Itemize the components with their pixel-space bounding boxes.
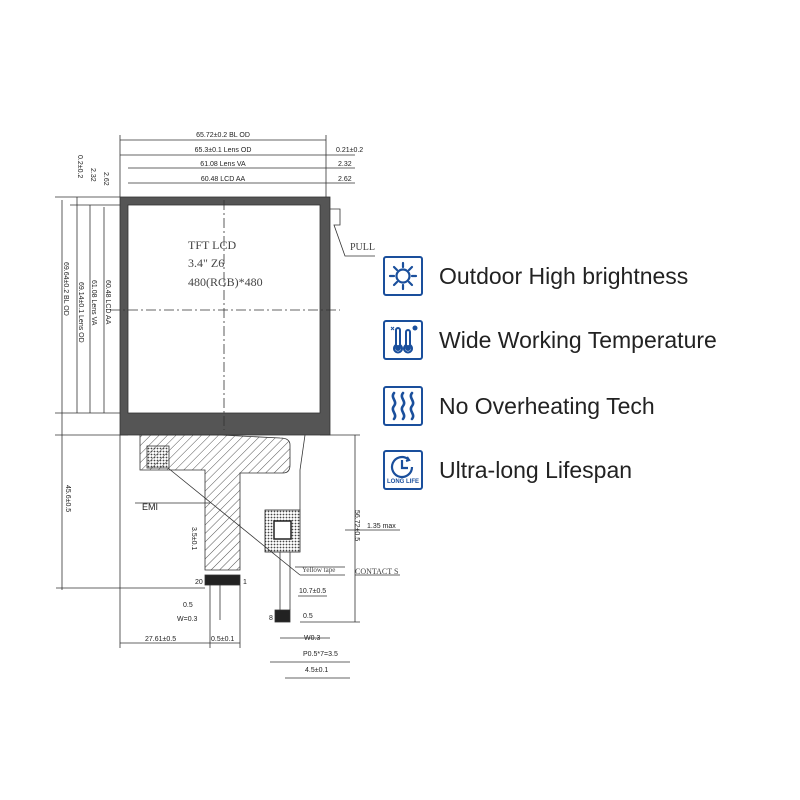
- dim-right-3: 2.62: [338, 176, 352, 183]
- dim-connector-width: 0.5±0.1: [211, 636, 234, 643]
- dim-fpc-height: 45.6±0.5: [64, 485, 71, 512]
- feature-label: Ultra-long Lifespan: [439, 456, 633, 483]
- yellow-tape-label: Yellow tape: [302, 566, 335, 574]
- dim-right-2: 2.32: [338, 161, 352, 168]
- clock-icon: LONG LIFE: [383, 450, 423, 490]
- dim-tail-length: 3.5±0.1: [190, 527, 197, 550]
- feature-label: Wide Working Temperature: [439, 326, 717, 353]
- feature-long-lifespan: LONG LIFE Ultra-long Lifespan: [383, 450, 632, 490]
- feature-no-overheating: No Overheating Tech: [383, 386, 655, 426]
- dim-p2: P0.5*7=3.5: [303, 651, 338, 658]
- dim-pitch2: 0.5: [303, 613, 313, 620]
- dim-left-lens-va: 61.08 Lens VA: [90, 280, 97, 326]
- feature-label: Outdoor High brightness: [439, 262, 689, 289]
- dim-lcd-aa: 60.48 LCD AA: [201, 176, 246, 183]
- dim-bl-od: 65.72±0.2 BL OD: [196, 132, 250, 139]
- dim-left-small-2: 2.32: [89, 168, 96, 182]
- dim-total-width: 4.5±0.1: [305, 667, 328, 674]
- dim-width: W=0.3: [177, 616, 198, 623]
- feature-outdoor-brightness: Outdoor High brightness: [383, 256, 688, 296]
- contact-label: CONTACT S: [355, 567, 398, 576]
- thermometer-icon: [383, 320, 423, 360]
- dim-left-small-1: 0.2±0.2: [76, 155, 83, 178]
- pin-20-label: 20: [195, 579, 203, 586]
- panel-text-2: 3.4" Z6: [188, 256, 224, 270]
- panel-text-1: TFT LCD: [188, 238, 236, 252]
- heat-waves-icon: [383, 386, 423, 426]
- dim-left-small-3: 2.62: [102, 172, 109, 186]
- dim-left-lcd-aa: 60.48 LCD AA: [104, 280, 111, 325]
- feature-wide-temperature: Wide Working Temperature: [383, 320, 717, 360]
- panel-text-3: 480(RGB)*480: [188, 275, 263, 289]
- dim-left-bl-od: 69.64±0.2 BL OD: [62, 262, 69, 316]
- long-life-badge: LONG LIFE: [387, 478, 419, 485]
- dim-offset: 27.61±0.5: [145, 636, 176, 643]
- sun-icon: [383, 256, 423, 296]
- dim-w2: W0.3: [304, 635, 320, 642]
- dim-lens-od: 65.3±0.1 Lens OD: [195, 147, 252, 154]
- dim-total-height: 56.72±0.5: [353, 510, 360, 541]
- emi-label: EMI: [142, 502, 158, 512]
- dim-lens-va: 61.08 Lens VA: [200, 161, 246, 168]
- pull-label: PULL: [350, 242, 375, 253]
- dim-left-lens-od: 69.14±0.1 Lens OD: [77, 282, 84, 343]
- dim-max-thickness: 1.35 max: [367, 523, 396, 530]
- feature-label: No Overheating Tech: [439, 392, 655, 419]
- dim-right-1: 0.21±0.2: [336, 147, 363, 154]
- dim-pitch: 0.5: [183, 602, 193, 609]
- pin-8-label: 8: [269, 615, 273, 622]
- dim-tail2: 10.7±0.5: [299, 588, 326, 595]
- pin-1-label: 1: [243, 579, 247, 586]
